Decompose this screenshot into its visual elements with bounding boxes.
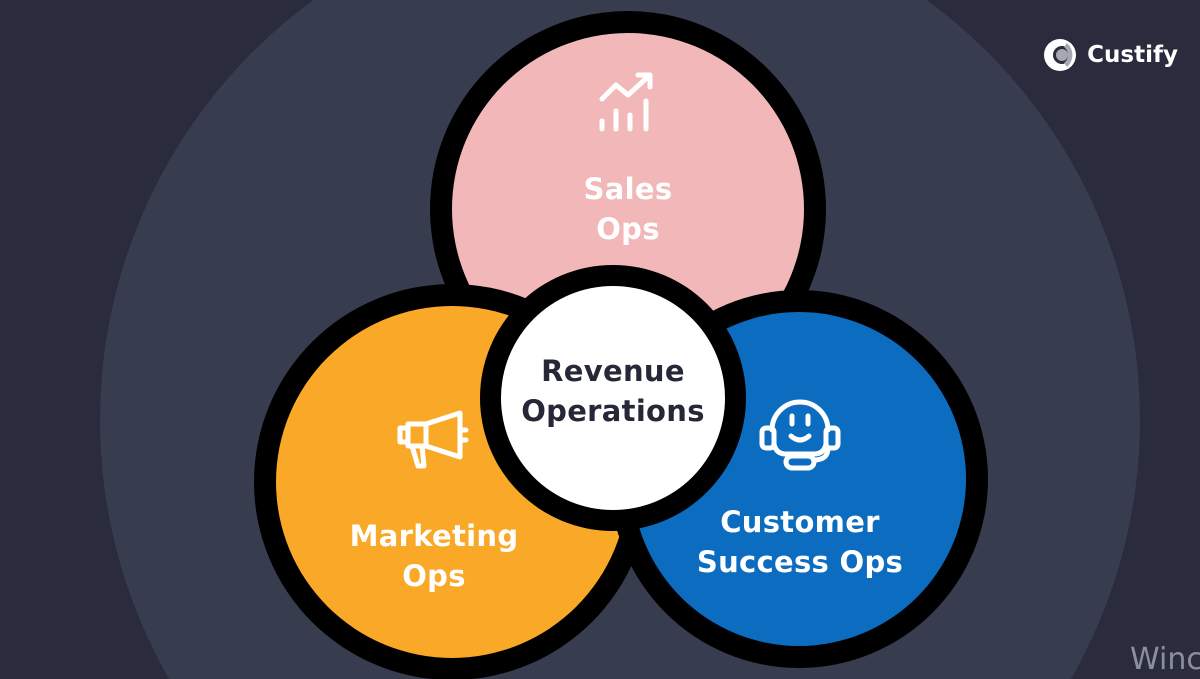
custify-logo-icon	[1044, 39, 1077, 71]
headset-support-icon	[759, 399, 841, 471]
sales-ops-content: Sales Ops	[430, 71, 826, 249]
customer-success-ops-content: Customer Success Ops	[610, 386, 990, 582]
revenue-operations-label: Revenue Operations	[521, 354, 705, 428]
marketing-ops-content: Marketing Ops	[218, 410, 650, 596]
chart-trend-up-icon	[599, 72, 653, 132]
revenue-operations-content: Revenue Operations	[480, 351, 746, 431]
megaphone-icon	[397, 410, 469, 469]
sales-ops-label: Sales Ops	[583, 172, 673, 246]
marketing-ops-label: Marketing Ops	[349, 519, 519, 593]
customer-success-ops-label: Customer Success Ops	[696, 505, 904, 579]
revenue-operations-fill	[501, 286, 725, 510]
brand-logo: Custify	[1043, 38, 1178, 72]
windows-activation-watermark: Winc	[1130, 642, 1200, 677]
brand-name: Custify	[1087, 42, 1178, 68]
revenue-operations-center-circle: Revenue Operations	[480, 265, 746, 531]
